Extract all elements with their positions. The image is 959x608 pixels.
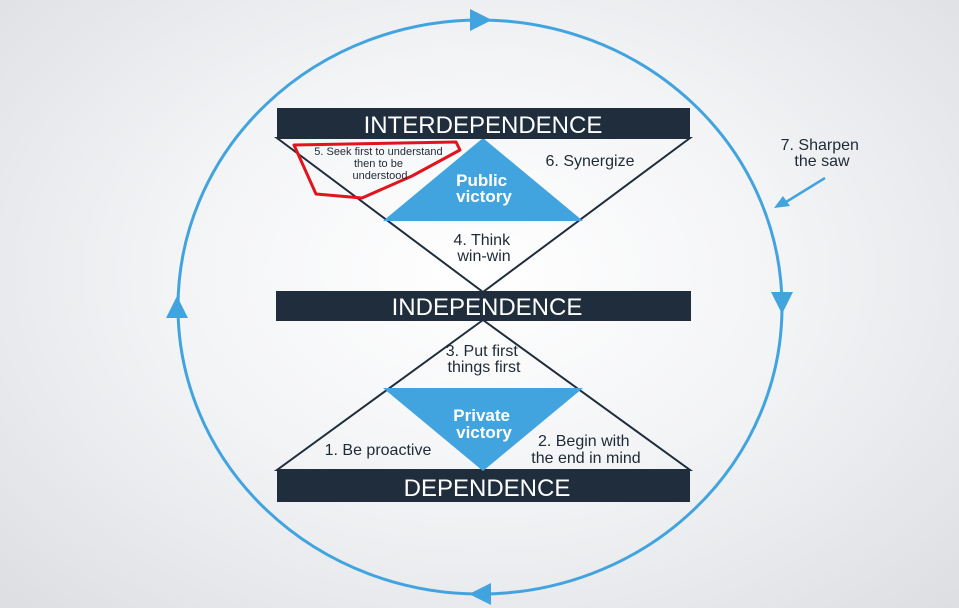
- habit-5-label: 5. Seek first to understand then to be u…: [314, 146, 445, 182]
- dependence-label: DEPENDENCE: [404, 475, 571, 502]
- habit-5-highlight: [292, 140, 462, 200]
- private-victory-label: Private victory: [453, 406, 514, 442]
- private-victory-triangle: [383, 388, 583, 471]
- interdependence-bar: [277, 108, 690, 139]
- ring-arrow-left-icon: [166, 296, 188, 318]
- ring-arrow-top-icon: [470, 9, 492, 31]
- habit-7-pointer-line: [785, 176, 826, 204]
- habit-4-label: 4. Think win-win: [453, 232, 514, 265]
- habit-7-pointer-arrowhead-icon: [774, 196, 790, 208]
- interdependence-label: INTERDEPENDENCE: [364, 112, 603, 139]
- habit-7-label: 7. Sharpen the saw: [781, 137, 864, 170]
- habit-6-label: 6. Synergize: [546, 153, 635, 170]
- habit-2-label: 2. Begin with the end in mind: [531, 433, 640, 467]
- dependence-bar: [277, 471, 690, 502]
- public-victory-triangle: [383, 138, 583, 221]
- ring-arrow-bottom-icon: [469, 583, 491, 605]
- independence-label: INDEPENDENCE: [392, 294, 583, 321]
- habit-1-label: 1. Be proactive: [325, 442, 432, 459]
- ring-arrow-right-icon: [771, 292, 793, 314]
- independence-bar: [276, 291, 691, 321]
- public-victory-label: Public victory: [456, 171, 512, 206]
- habit-3-label: 3. Put first things first: [446, 343, 522, 376]
